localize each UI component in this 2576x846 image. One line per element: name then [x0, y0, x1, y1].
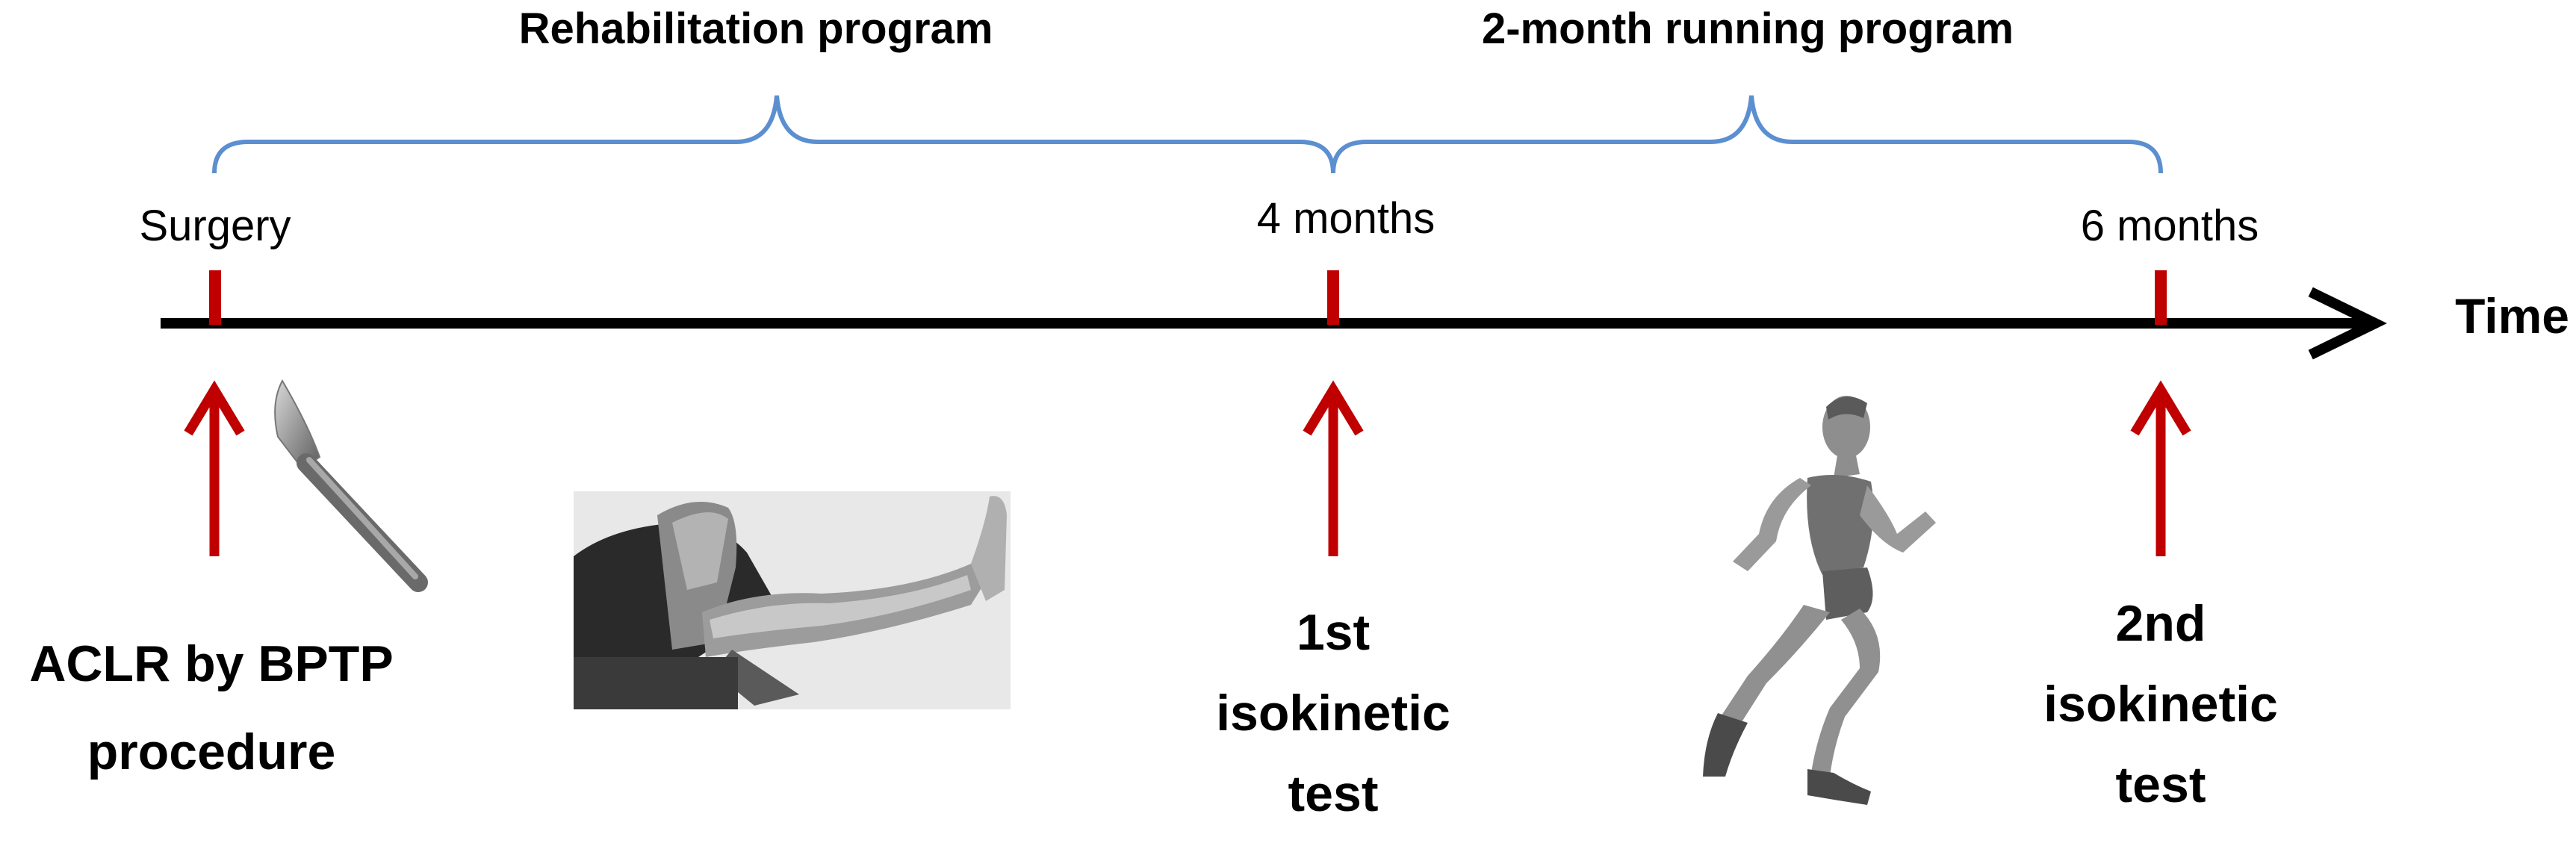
milestone-6-months: 6 months	[2081, 202, 2259, 250]
event-arrow-surgery	[184, 380, 245, 556]
runner-figure	[1703, 396, 1936, 805]
event-label-test2-line1: 2nd	[2116, 595, 2206, 652]
event-label-test1-line3: test	[1288, 765, 1379, 822]
milestone-4-months: 4 months	[1257, 194, 1436, 243]
event-arrow-test2	[2130, 380, 2191, 556]
brace-running	[1331, 95, 2163, 174]
tick-4-months	[1327, 270, 1339, 325]
tick-surgery	[209, 270, 221, 325]
timeline-arrowhead	[2308, 287, 2387, 360]
event-label-test1-line2: isokinetic	[1216, 685, 1450, 741]
event-label-test1-line1: 1st	[1297, 604, 1370, 661]
phase-label-running: 2-month running program	[1482, 4, 2014, 53]
event-label-surgery-line2: procedure	[87, 724, 336, 780]
phase-label-rehab: Rehabilitation program	[519, 4, 993, 53]
event-label-test2-line2: isokinetic	[2043, 676, 2278, 733]
axis-label-time: Time	[2455, 288, 2569, 343]
tick-6-months	[2155, 270, 2167, 325]
event-arrow-test1	[1303, 380, 1364, 556]
leg-extension-photo	[574, 491, 1011, 709]
scalpel-icon	[274, 379, 428, 592]
event-label-test2-line3: test	[2116, 756, 2206, 813]
milestone-surgery: Surgery	[139, 202, 291, 250]
brace-rehab	[212, 95, 1335, 174]
event-label-surgery-line1: ACLR by BPTP	[29, 635, 393, 692]
